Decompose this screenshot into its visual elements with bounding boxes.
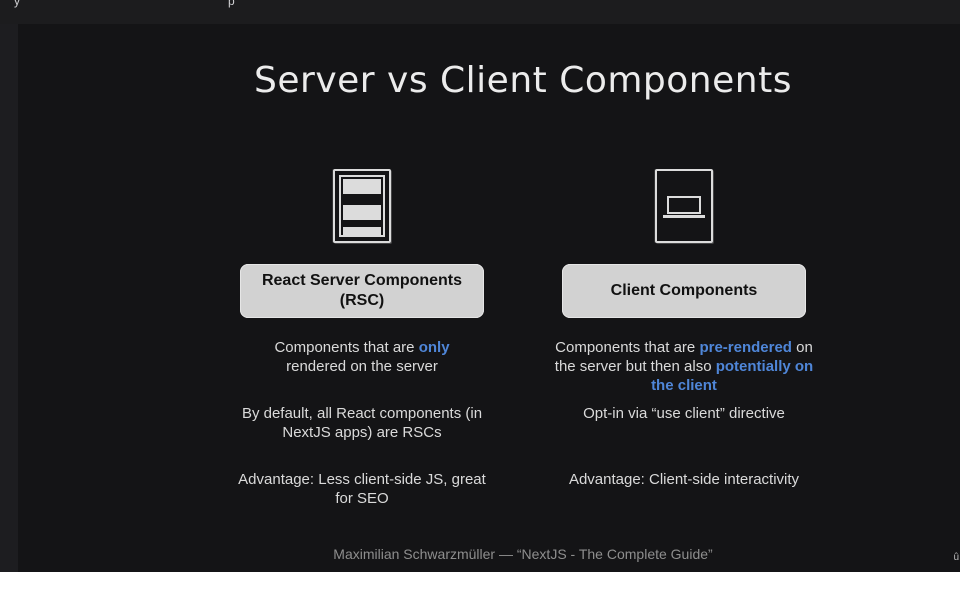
server-icon [333,169,391,243]
server-default-note: By default, all React components (in Nex… [241,405,483,441]
slide-footer: Maximilian Schwarzmüller — “NextJS - The… [333,546,713,562]
server-components-label: React Server Components (RSC) [240,264,484,318]
player-top-bar: y p [0,0,960,25]
slide: Server vs Client Components React Server… [18,24,960,572]
client-advantage: Advantage: Client-side interactivity [568,471,800,488]
menu-glyph: p [228,0,235,8]
slide-title: Server vs Client Components [254,60,792,101]
client-components-label: Client Components [562,264,806,318]
client-opt-in-note: Opt-in via “use client” directive [583,405,785,422]
server-description: Components that are only rendered on the… [274,339,450,375]
laptop-icon [655,169,713,243]
menu-glyph: y [14,0,20,8]
player-corner-icon[interactable]: û [953,552,959,563]
server-advantage: Advantage: Less client-side JS, great fo… [238,471,486,507]
client-description: Components that are pre-rendered on the … [554,339,814,394]
video-stage[interactable]: Server vs Client Components React Server… [0,24,960,572]
